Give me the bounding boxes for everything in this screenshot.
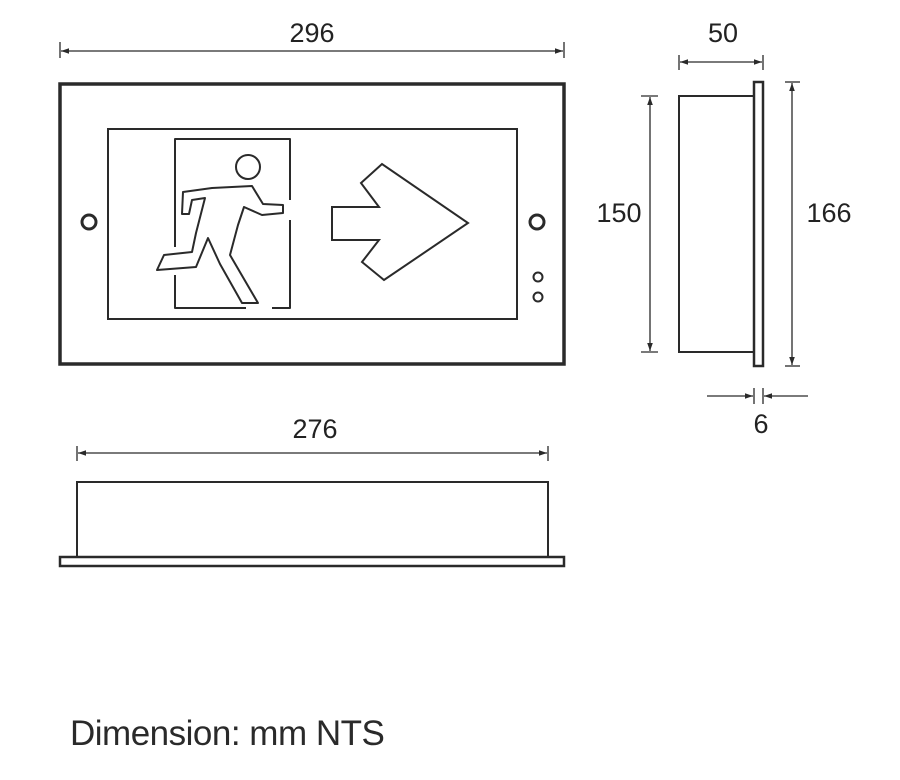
side-view [678,80,765,368]
dimension-label-bottom-width: 276 [292,414,337,444]
dimension-bottom-width [76,446,549,461]
front-view [58,82,566,366]
running-man-icon [156,138,291,309]
side-faceplate [752,80,765,368]
dimension-label-side-body-height: 150 [596,198,641,228]
dimension-label-side-overall-height: 166 [806,198,851,228]
dimension-label-front-width: 296 [289,18,334,48]
bottom-faceplate [58,555,566,568]
indicator-led-bottom [532,291,544,303]
dimension-label-faceplate-thickness: 6 [753,409,768,439]
dimension-label-side-depth: 50 [708,18,738,48]
side-body [678,95,755,353]
bottom-view [58,481,566,568]
dimension-side-depth [678,55,764,70]
front-inner-panel [107,128,518,320]
dimension-faceplate-thickness [707,388,808,404]
dimension-side-body-height [641,95,658,353]
dimension-side-overall-height [785,81,800,367]
left-screw-hole [80,213,98,231]
indicator-led-top [532,271,544,283]
dimension-front-width [59,42,565,58]
arrow-right-icon [331,162,470,282]
dimension-caption: Dimension: mm NTS [70,714,385,753]
front-outer-frame [58,82,566,366]
right-screw-hole [528,213,546,231]
bottom-body [76,481,549,558]
